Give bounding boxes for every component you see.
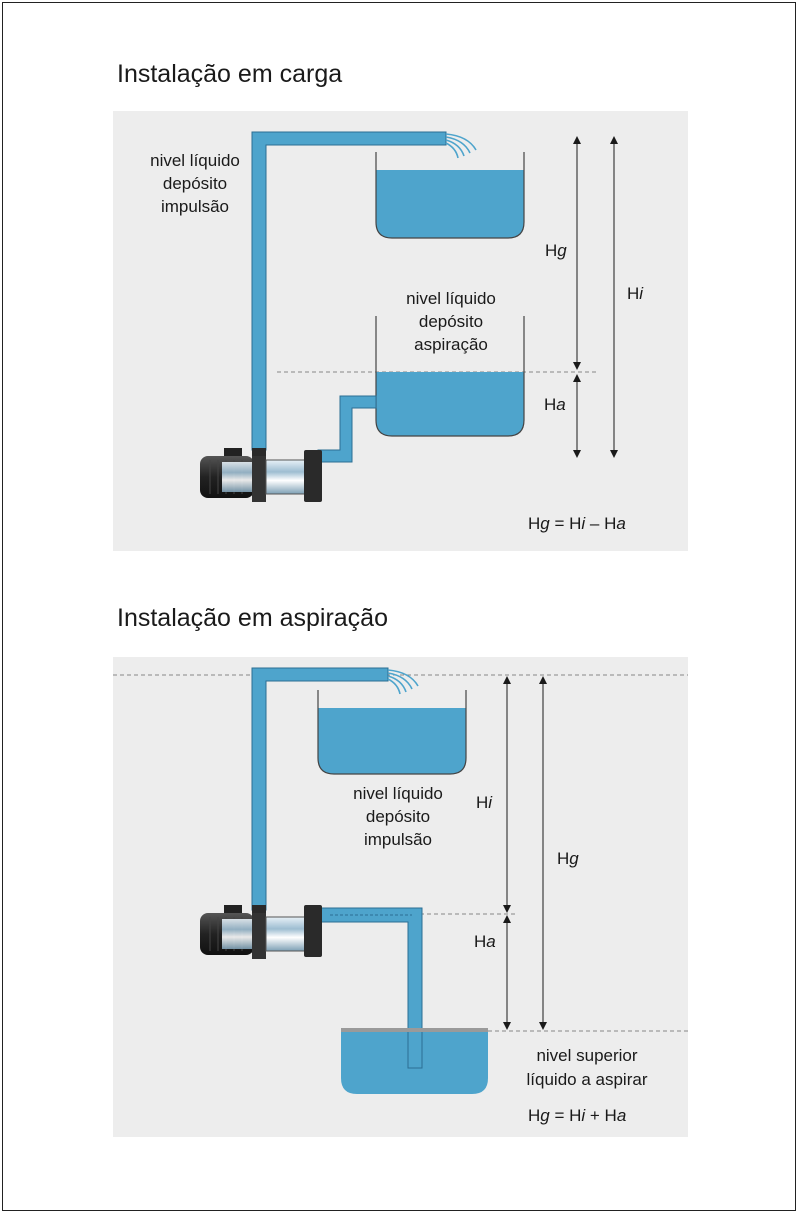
pump-icon-2 xyxy=(200,905,322,959)
svg-text:depósito: depósito xyxy=(366,807,430,826)
suction-level-label: nivel líquido depósito aspiração xyxy=(406,289,496,354)
ha-label: Ha xyxy=(544,395,566,414)
svg-text:nivel líquido: nivel líquido xyxy=(150,151,240,170)
suction-reservoir xyxy=(341,1028,488,1094)
svg-text:impulsão: impulsão xyxy=(161,197,229,216)
hg-label: Hg xyxy=(545,241,567,260)
section-title-carga: Instalação em carga xyxy=(117,60,343,88)
suction-tank xyxy=(375,316,525,437)
discharge-tank-2 xyxy=(317,690,467,775)
pump-icon xyxy=(200,448,322,502)
water-jet xyxy=(445,133,477,159)
discharge-tank xyxy=(375,152,525,239)
svg-text:nivel superior: nivel superior xyxy=(536,1046,637,1065)
section-title-aspiracao: Instalação em aspiração xyxy=(117,604,388,632)
svg-text:aspiração: aspiração xyxy=(414,335,488,354)
ha-label-2: Ha xyxy=(474,932,496,951)
suction-pipe xyxy=(317,395,377,463)
svg-text:impulsão: impulsão xyxy=(364,830,432,849)
hg-label-2: Hg xyxy=(557,849,579,868)
formula-aspiracao: Hg = Hi + Ha xyxy=(528,1106,626,1125)
discharge-level-label-2: nivel líquido depósito impulsão xyxy=(353,784,443,849)
hi-label: Hi xyxy=(627,284,644,303)
suction-level-label-2: nivel superior líquido a aspirar xyxy=(527,1046,648,1089)
formula-carga: Hg = Hi – Ha xyxy=(528,514,626,533)
svg-text:depósito: depósito xyxy=(163,174,227,193)
svg-text:nivel líquido: nivel líquido xyxy=(406,289,496,308)
hi-label-2: Hi xyxy=(476,793,493,812)
svg-text:líquido a aspirar: líquido a aspirar xyxy=(527,1070,648,1089)
water-jet-2 xyxy=(387,669,419,695)
svg-text:depósito: depósito xyxy=(419,312,483,331)
svg-text:nivel líquido: nivel líquido xyxy=(353,784,443,803)
discharge-level-label: nivel líquido depósito impulsão xyxy=(150,151,240,216)
